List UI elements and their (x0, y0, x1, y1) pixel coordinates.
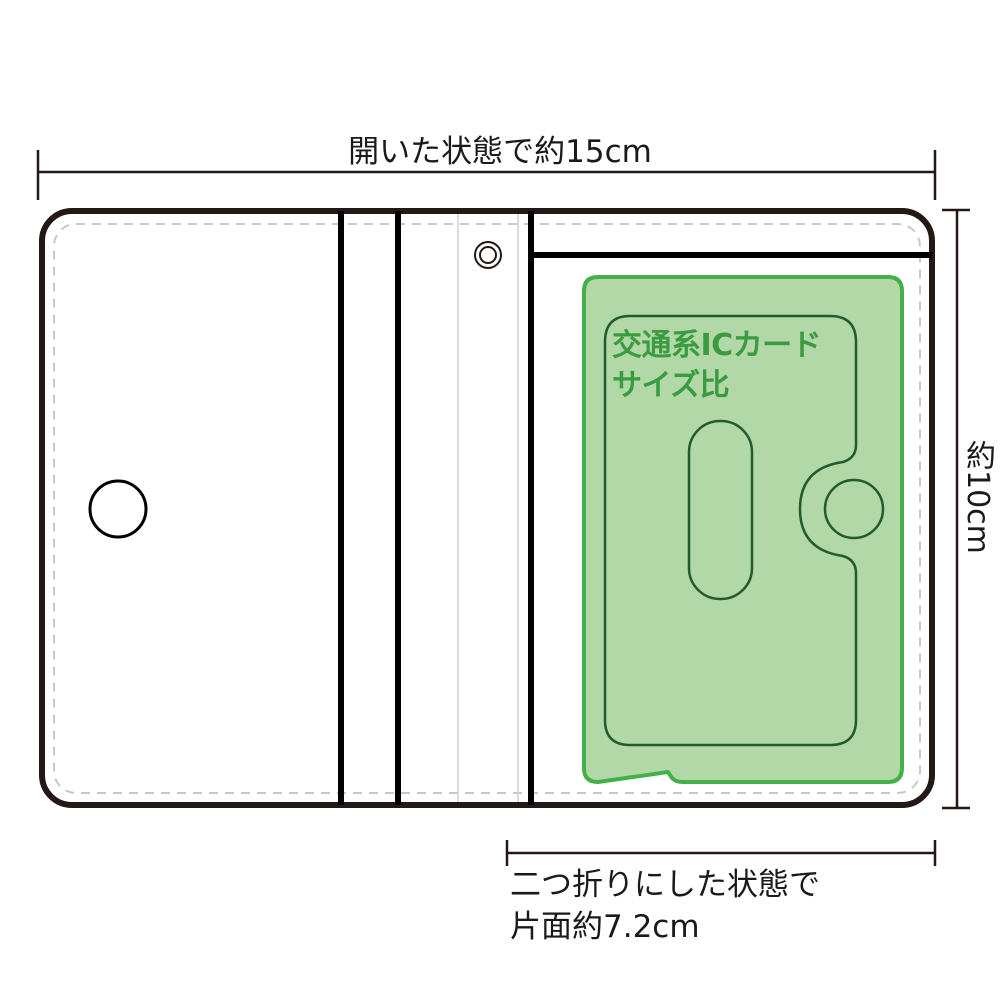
open-width-label: 開いた状態で約15cm (348, 134, 652, 170)
ic-card-circle (823, 478, 885, 540)
folded-dimension-line (505, 840, 937, 866)
ic-card-shape (582, 275, 904, 784)
folded-width-label-line1: 二つ折りにした状態で (510, 867, 820, 903)
pocket-dividers (338, 211, 932, 805)
height-label: 約10cm (960, 440, 995, 554)
ic-card-slot (687, 419, 754, 601)
height-dimension-line (942, 208, 970, 810)
folded-width-label: 二つ折りにした状態で 片面約7.2cm (510, 864, 820, 948)
snap-grommet-icon (474, 241, 502, 269)
folded-width-label-line2: 片面約7.2cm (510, 909, 700, 945)
ic-card-label-line1: 交通系ICカード (612, 328, 822, 363)
snap-button-icon (88, 479, 148, 539)
stitch-line (53, 223, 921, 794)
ic-card-label-line2: サイズ比 (612, 368, 730, 403)
width-dimension-line (36, 150, 937, 200)
fold-guides (457, 214, 519, 802)
ic-card-label: 交通系ICカード サイズ比 (612, 326, 822, 406)
ic-card-inner-border (603, 314, 858, 747)
